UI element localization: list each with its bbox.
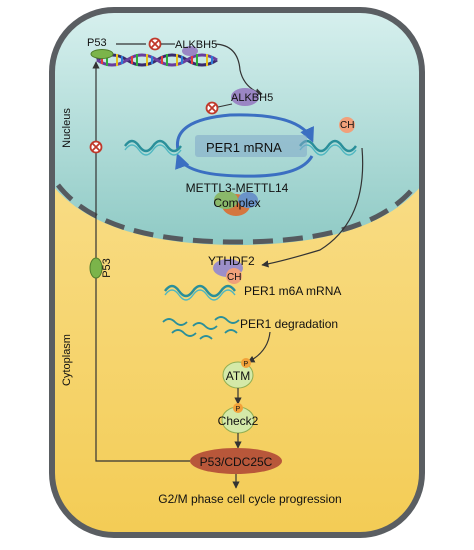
check2-p-label: P [236, 406, 241, 413]
nuclear-envelope [56, 183, 418, 245]
mrna-wave-icon [124, 139, 357, 156]
p53cdc25c-label: P53/CDC25C [200, 455, 273, 469]
alkbh5-top-blob [182, 46, 198, 56]
check2-p-badge [233, 403, 243, 413]
ch-right-blob [339, 117, 355, 133]
p53-top-pill [90, 49, 114, 59]
atm-p-badge [241, 358, 251, 368]
alkbh5-translocation-arrow [214, 43, 263, 96]
mettl-line2-label: Complex [213, 196, 260, 210]
per1-m6a-label: PER1 m6A mRNA [244, 284, 341, 298]
ythdf2-label: YTHDF2 [208, 254, 255, 268]
alkbh5-inhibit-link [217, 103, 233, 108]
ch-ythdf2-label: CH [227, 272, 241, 283]
per1-degradation-label: PER1 degradation [240, 317, 338, 331]
nucleus-label: Nucleus [61, 108, 73, 148]
alkbh5-top-label: ALKBH5 [175, 39, 217, 51]
p53-side-pill [89, 257, 103, 279]
per1-mrna-label: PER1 mRNA [206, 140, 282, 155]
p53cdc25c-blob [190, 448, 282, 474]
atm-label: ATM [226, 369, 250, 383]
circular-arrow-icon [175, 113, 314, 178]
mettl-line1-label: METTL3-METTL14 [186, 181, 289, 195]
cytoplasm-label: Cytoplasm [61, 334, 73, 386]
p53-top-label: P53 [87, 37, 107, 49]
degraded-rna-icon [162, 316, 240, 340]
inhibit-icon [205, 101, 219, 115]
g2m-label: G2/M phase cell cycle progression [158, 492, 341, 506]
cell-membrane [49, 7, 425, 538]
nucleus-region [52, 10, 422, 245]
inhibit-icon [89, 140, 103, 154]
check2-label: Check2 [218, 414, 259, 428]
export-arrow [261, 147, 364, 268]
inhibit-icon [148, 37, 162, 51]
dna-helix-icon [96, 53, 218, 67]
mettl-blob-b [214, 191, 238, 209]
mrna-wave-icon [164, 284, 236, 301]
alkbh5-mid-label: ALKBH5 [231, 92, 273, 104]
alkbh5-mid-blob [231, 88, 259, 106]
mettl-blob-c [238, 192, 258, 208]
degradation-atm-arrow [247, 331, 271, 363]
atm-p-label: P [244, 361, 249, 368]
ch-right-label: CH [340, 120, 354, 131]
p53-feedback-line [92, 61, 190, 462]
ch-ythdf2-blob [226, 268, 242, 284]
per1-mrna-box [195, 135, 307, 157]
p53-side-label: P53 [101, 258, 113, 278]
